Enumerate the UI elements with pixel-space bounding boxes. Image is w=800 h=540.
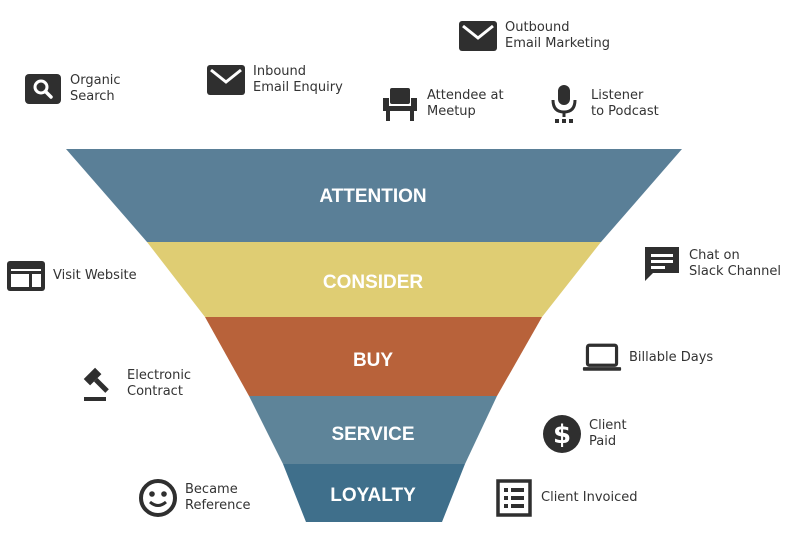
- dollar-coin-icon: $: [542, 414, 582, 454]
- touchpoint-label-line2: Email Marketing: [505, 36, 610, 51]
- touchpoint-label-line1: Outbound: [505, 20, 570, 35]
- touchpoint-client-invoiced: Client Invoiced: [494, 478, 638, 518]
- laptop-icon: [582, 338, 622, 378]
- touchpoint-label-line1: Electronic: [127, 368, 192, 383]
- touchpoint-label-line1: Visit Website: [53, 268, 137, 283]
- stage-label-buy: BUY: [353, 350, 393, 371]
- touchpoint-label-line2: Reference: [185, 498, 251, 513]
- gavel-icon: [80, 364, 120, 404]
- touchpoint-label-line1: Inbound: [253, 64, 307, 79]
- browser-window-icon: [6, 256, 46, 296]
- envelope-icon: [458, 16, 498, 56]
- svg-text:$: $: [553, 420, 571, 450]
- stage-label-attention: ATTENTION: [319, 186, 426, 207]
- funnel-stage-service: [249, 396, 497, 464]
- invoice-list-icon: [494, 478, 534, 518]
- chat-bubble-icon: [642, 244, 682, 284]
- touchpoint-label-line2: Paid: [589, 434, 617, 449]
- touchpoint-label-line1: Client Invoiced: [541, 490, 638, 505]
- touchpoint-label-line1: Became: [185, 482, 238, 497]
- touchpoint-visit-website: Visit Website: [6, 256, 137, 296]
- touchpoint-label-line1: Organic: [70, 73, 121, 88]
- stage-label-service: SERVICE: [331, 424, 414, 445]
- search-icon: [23, 69, 63, 109]
- envelope-icon: [206, 60, 246, 100]
- touchpoint-label-line2: Email Enquiry: [253, 80, 343, 95]
- funnel-stage-loyalty: [283, 464, 465, 522]
- touchpoint-label-line1: Chat on: [689, 248, 740, 263]
- touchpoint-label-line2: Search: [70, 89, 115, 104]
- touchpoint-label-line2: Slack Channel: [689, 264, 782, 279]
- stage-label-consider: CONSIDER: [323, 272, 424, 293]
- touchpoint-label-line2: Meetup: [427, 104, 476, 119]
- touchpoint-label-line1: Billable Days: [629, 350, 714, 365]
- touchpoint-label-line1: Client: [589, 418, 627, 433]
- touchpoint-label-line2: Contract: [127, 384, 183, 399]
- chair-icon: [380, 84, 420, 124]
- smiley-icon: [138, 478, 178, 518]
- touchpoint-label-line1: Attendee at: [427, 88, 504, 103]
- microphone-icon: [544, 84, 584, 124]
- stage-label-loyalty: LOYALTY: [330, 485, 416, 506]
- touchpoint-label-line2: to Podcast: [591, 104, 659, 119]
- funnel-stage-buy: [205, 317, 542, 396]
- touchpoint-label-line1: Listener: [591, 88, 644, 103]
- touchpoint-billable-days: Billable Days: [582, 338, 713, 378]
- funnel-stage-consider: [147, 242, 601, 317]
- funnel-stage-attention: [66, 149, 682, 242]
